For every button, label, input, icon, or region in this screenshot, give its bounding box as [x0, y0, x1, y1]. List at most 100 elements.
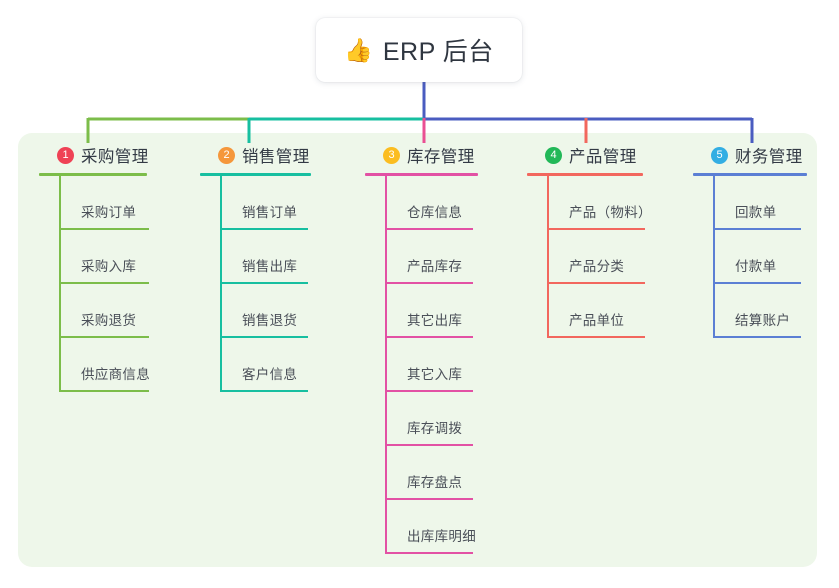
branch-header-4[interactable]: 4 产品管理 [527, 142, 643, 168]
branch-item-rule [385, 444, 473, 446]
branch-number-badge: 3 [383, 146, 400, 164]
branch-number-badge: 1 [57, 146, 74, 164]
branch-item-label: 仓库信息 [407, 205, 463, 220]
branch-item[interactable]: 其它入库 [385, 338, 473, 392]
branch-item-label: 产品（物料） [569, 205, 652, 220]
branch-spine [220, 176, 222, 392]
branch-spine [547, 176, 549, 338]
branch-item-rule [59, 390, 149, 392]
branch-item-label: 产品分类 [569, 259, 625, 274]
branch-title: 财务管理 [735, 148, 803, 166]
branch-item-rule [220, 228, 308, 230]
branch-item[interactable]: 结算账户 [713, 284, 801, 338]
branch-items: 回款单付款单结算账户 [713, 176, 807, 338]
branch-title: 销售管理 [242, 148, 310, 166]
branch-title: 产品管理 [569, 148, 637, 166]
branch-item-rule [59, 336, 149, 338]
branch-item[interactable]: 产品单位 [547, 284, 645, 338]
branch-item-label: 采购退货 [81, 313, 137, 328]
branch-item-rule [713, 282, 801, 284]
branch-item[interactable]: 供应商信息 [59, 338, 150, 392]
branch-item-label: 出库库明细 [407, 529, 476, 544]
branch-header-rule [200, 173, 311, 176]
branch-item[interactable]: 销售出库 [220, 230, 308, 284]
branch-column-4: 4 产品管理产品（物料） 产品分类产品单位 [527, 142, 652, 338]
branch-column-2: 2 销售管理销售订单销售出库销售退货客户信息 [200, 142, 311, 392]
branch-header-2[interactable]: 2 销售管理 [200, 142, 311, 168]
branch-item-label: 产品单位 [569, 313, 625, 328]
branch-header-rule [39, 173, 147, 176]
branch-item[interactable]: 出库库明细 [385, 500, 476, 554]
branch-item[interactable]: 产品分类 [547, 230, 645, 284]
branch-item-label: 其它出库 [407, 313, 463, 328]
branch-number-badge: 5 [711, 146, 728, 164]
branch-item[interactable]: 销售退货 [220, 284, 308, 338]
branch-column-1: 1 采购管理采购订单采购入库采购退货供应商信息 [39, 142, 150, 392]
branch-item-label: 销售订单 [242, 205, 298, 220]
branch-header-rule [527, 173, 643, 176]
branch-item-rule [59, 282, 149, 284]
branch-item[interactable]: 采购入库 [59, 230, 149, 284]
branch-column-3: 3 库存管理仓库信息产品库存其它出库其它入库库存调拨库存盘点出库库明细 [365, 142, 478, 554]
branch-spine [385, 176, 387, 554]
branch-item-label: 库存调拨 [407, 421, 463, 436]
branch-item-label: 库存盘点 [407, 475, 463, 490]
branch-header-1[interactable]: 1 采购管理 [39, 142, 149, 168]
branch-item[interactable]: 产品库存 [385, 230, 473, 284]
branch-item[interactable]: 销售订单 [220, 176, 308, 230]
branch-item-label: 其它入库 [407, 367, 463, 382]
branch-item[interactable]: 仓库信息 [385, 176, 473, 230]
branch-item-rule [385, 228, 473, 230]
branch-item[interactable]: 采购订单 [59, 176, 149, 230]
branch-item-label: 付款单 [735, 259, 777, 274]
branch-item-label: 产品库存 [407, 259, 463, 274]
branches-panel [18, 133, 817, 567]
branch-number-badge: 4 [545, 146, 562, 164]
branch-header-3[interactable]: 3 库存管理 [365, 142, 478, 168]
branch-item-label: 回款单 [735, 205, 777, 220]
branch-title: 库存管理 [407, 148, 475, 166]
branch-item[interactable]: 采购退货 [59, 284, 149, 338]
branch-item-rule [385, 552, 473, 554]
branch-item-rule [220, 282, 308, 284]
branch-item-rule [385, 336, 473, 338]
branch-item-rule [385, 282, 473, 284]
branch-item[interactable]: 客户信息 [220, 338, 308, 392]
branch-items: 产品（物料） 产品分类产品单位 [547, 176, 652, 338]
branch-header-5[interactable]: 5 财务管理 [693, 142, 807, 168]
branch-item[interactable]: 其它出库 [385, 284, 473, 338]
branch-item[interactable]: 付款单 [713, 230, 801, 284]
branch-item-rule [385, 390, 473, 392]
branch-item[interactable]: 库存调拨 [385, 392, 473, 446]
branch-items: 销售订单销售出库销售退货客户信息 [220, 176, 311, 392]
branch-title: 采购管理 [81, 148, 149, 166]
branch-item-rule [59, 228, 149, 230]
branch-item-label: 结算账户 [735, 313, 791, 328]
branch-number-badge: 2 [218, 146, 235, 164]
branch-header-rule [365, 173, 478, 176]
branch-item-rule [220, 390, 308, 392]
branch-item-label: 采购订单 [81, 205, 137, 220]
branch-item[interactable]: 回款单 [713, 176, 801, 230]
branch-items: 仓库信息产品库存其它出库其它入库库存调拨库存盘点出库库明细 [385, 176, 478, 554]
branch-item-rule [220, 336, 308, 338]
root-node-label: ERP 后台 [382, 38, 494, 66]
branch-item-rule [713, 336, 801, 338]
branch-item-rule [547, 228, 645, 230]
branch-items: 采购订单采购入库采购退货供应商信息 [59, 176, 150, 392]
branch-item-rule [547, 282, 645, 284]
root-node[interactable]: 👍 ERP 后台 [316, 18, 522, 82]
branch-column-5: 5 财务管理回款单付款单结算账户 [693, 142, 807, 338]
branch-item[interactable]: 产品（物料） [547, 176, 652, 230]
branch-spine [713, 176, 715, 338]
branch-item[interactable]: 库存盘点 [385, 446, 473, 500]
branch-item-label: 采购入库 [81, 259, 137, 274]
branch-header-rule [693, 173, 807, 176]
branch-item-label: 客户信息 [242, 367, 298, 382]
branch-item-rule [547, 336, 645, 338]
thumbs-up-icon: 👍 [344, 37, 373, 64]
branch-item-rule [385, 498, 473, 500]
branch-spine [59, 176, 61, 392]
